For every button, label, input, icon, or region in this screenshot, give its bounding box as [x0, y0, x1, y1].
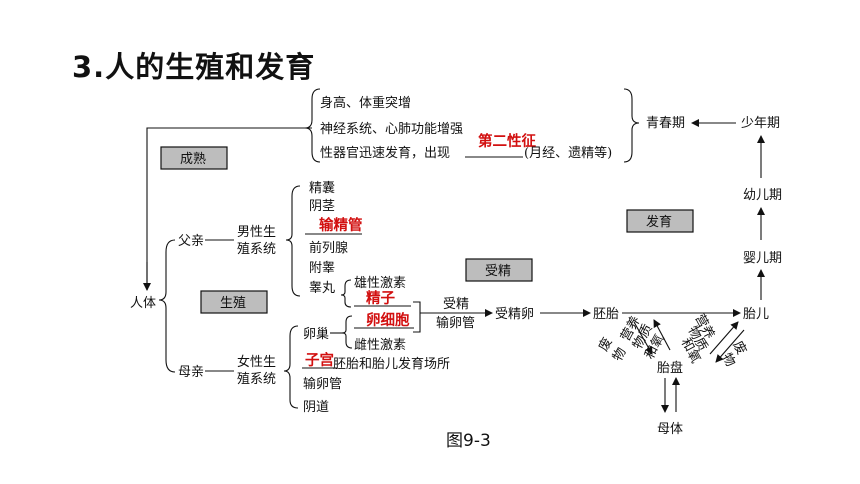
box-shoujing	[465, 258, 533, 282]
puberty-right-brace	[623, 88, 640, 163]
xingqiguan-label-b: (月经、遗精等)	[524, 145, 612, 161]
gaowan-label: 睾丸	[309, 280, 335, 296]
xiongxing-label: 雄性激素	[354, 276, 406, 291]
maturity-line	[146, 127, 312, 290]
answer-luanxibao: 卵细胞	[366, 311, 410, 329]
youerqi-label: 幼儿期	[743, 188, 782, 203]
answer-shujingguan: 输精管	[319, 216, 363, 234]
luanchao-label: 卵巢	[303, 327, 329, 342]
female-brace	[283, 325, 299, 409]
page-title: 3.人的生殖和发育	[72, 50, 316, 84]
renti-brace	[158, 239, 176, 373]
shaonianqi-label: 少年期	[741, 116, 780, 131]
male-sys-label-1: 男性生	[237, 225, 276, 240]
answer-dier-xingzheng: 第二性征	[478, 132, 536, 150]
shoujingluan-label: 受精卵	[495, 307, 534, 322]
jingnang-label: 精囊	[309, 180, 335, 196]
puberty-left-brace	[304, 88, 321, 163]
box-fayu	[626, 209, 694, 233]
shoujing-label: 受精	[443, 297, 469, 312]
xingqiguan-label-a: 性器官迅速发育，出现	[320, 145, 450, 161]
male-brace	[285, 185, 301, 297]
female-sys-label-1: 女性生	[237, 354, 276, 370]
box-chengshu	[160, 146, 228, 170]
peitai-place-label: 胚胎和胎儿发育场所	[333, 356, 450, 372]
box-fayu-label: 发育	[646, 214, 672, 230]
taipan-label: 胎盘	[657, 360, 683, 376]
male-sys-label-2: 殖系统	[237, 241, 276, 257]
answer-zigong: 子宫	[305, 351, 334, 369]
taier-label: 胎儿	[743, 307, 769, 322]
box-chengshu-label: 成熟	[180, 151, 206, 167]
shenjing-label: 神经系统、心肺功能增强	[320, 122, 463, 137]
shuluanguan-label: 输卵管	[303, 376, 342, 392]
muti-label: 母体	[657, 422, 683, 437]
fuqin-label: 父亲	[178, 234, 204, 249]
cixing-label: 雌性激素	[354, 337, 406, 353]
renti-label: 人体	[130, 296, 156, 311]
yingerqi-label: 婴儿期	[743, 251, 782, 266]
female-sys-label-2: 殖系统	[237, 371, 276, 387]
qianliexian-label: 前列腺	[309, 240, 348, 256]
shoujing-place-label: 输卵管	[436, 315, 475, 331]
figure-caption: 图9-3	[446, 431, 491, 451]
yinjing-label: 阴茎	[309, 199, 335, 214]
box-shengzhi	[200, 290, 268, 314]
yindao-label: 阴道	[303, 400, 329, 415]
shengao-label: 身高、体重突增	[320, 95, 411, 111]
box-shoujing-label: 受精	[485, 264, 511, 279]
fugao-label: 附睾	[309, 260, 335, 276]
feiwu2-label-2: 物	[718, 351, 737, 370]
box-shengzhi-label: 生殖	[220, 295, 246, 311]
qingchunqi-label: 青春期	[646, 116, 685, 131]
answer-jingzi: 精子	[366, 289, 395, 307]
peitai-label: 胚胎	[593, 307, 619, 322]
feiwu-label-2: 物	[610, 345, 629, 364]
muqin-label: 母亲	[178, 365, 204, 380]
